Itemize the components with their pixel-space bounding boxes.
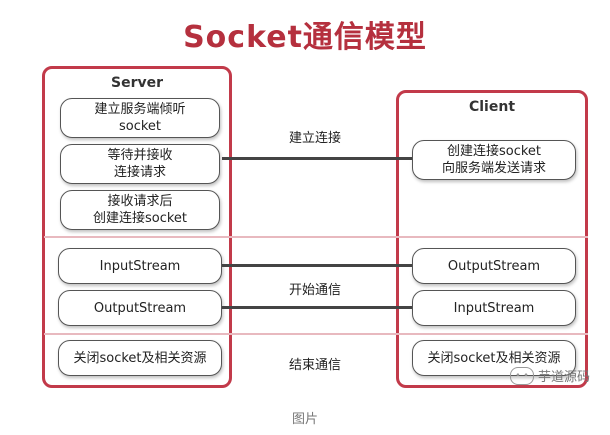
- watermark-text: 芋道源码: [537, 370, 590, 385]
- client-close-box: 关闭socket及相关资源: [412, 340, 576, 376]
- server-accept-box: 接收请求后 创建连接socket: [60, 190, 220, 230]
- connect-line: [222, 157, 412, 160]
- connect-label: 建立连接: [288, 131, 341, 146]
- server-output-stream-box: OutputStream: [58, 290, 222, 326]
- server-close-box: 关闭socket及相关资源: [58, 340, 222, 376]
- client-panel: Client: [396, 90, 588, 388]
- client-connect-box: 创建连接socket 向服务端发送请求: [412, 140, 576, 180]
- server-listen-box: 建立服务端倾听 socket: [60, 98, 220, 138]
- input-output-line: [222, 264, 412, 267]
- section-divider-bottom: [44, 333, 588, 335]
- watermark: • • 芋道源码: [509, 366, 590, 385]
- section-divider-top: [44, 236, 588, 238]
- server-label: Server: [110, 75, 163, 91]
- communicate-label: 开始通信: [288, 283, 341, 298]
- server-wait-box: 等待并接收 连接请求: [60, 144, 220, 184]
- end-label: 结束通信: [288, 358, 341, 373]
- client-input-stream-box: InputStream: [412, 290, 576, 326]
- client-output-stream-box: OutputStream: [412, 248, 576, 284]
- client-label: Client: [468, 99, 516, 115]
- server-input-stream-box: InputStream: [58, 248, 222, 284]
- image-caption: 图片: [291, 412, 318, 427]
- output-input-line: [222, 306, 412, 309]
- diagram-title: Socket通信模型: [183, 20, 427, 55]
- chat-icon: • •: [509, 366, 534, 385]
